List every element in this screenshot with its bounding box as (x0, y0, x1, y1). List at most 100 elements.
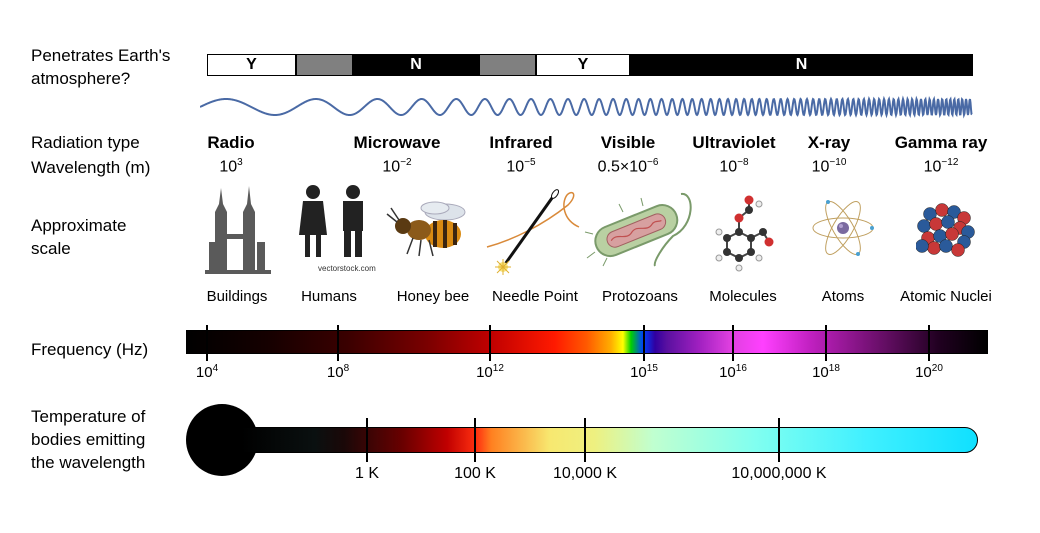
scale-label: Atomic Nuclei (900, 288, 992, 305)
frequency-exponent: 8 (343, 363, 350, 374)
protozoan-icon (584, 193, 692, 267)
scale-label: Humans (301, 288, 357, 305)
needle-icon (486, 189, 580, 275)
wavelength-base: 10 (219, 158, 238, 176)
frequency-tick-label: 108 (327, 363, 349, 381)
wavelength-row-label: Wavelength (m) (31, 158, 151, 177)
temperature-tick-mark (366, 418, 368, 462)
scale-row-label: Approximate scale (31, 216, 127, 258)
nucleon-ball (923, 207, 937, 221)
temperature-tick-label: 1 K (354, 465, 380, 482)
radiation-type-label: Infrared (489, 133, 553, 152)
wavelength-exponent: −10 (829, 157, 847, 168)
nucleon-ball (947, 205, 961, 219)
frequency-tick-label: 1012 (476, 363, 504, 381)
nucleon-ball (945, 227, 959, 241)
temperature-tick-mark (474, 418, 476, 462)
wavelength-exponent: −12 (941, 157, 959, 168)
frequency-tick-mark (825, 325, 827, 361)
frequency-base: 10 (812, 364, 829, 381)
frequency-base: 10 (915, 364, 932, 381)
wavelength-value: 10−8 (719, 157, 748, 176)
frequency-tick-mark (928, 325, 930, 361)
watermark-text: vectorstock.com (318, 264, 376, 273)
wavelength-base: 10 (923, 158, 942, 176)
wavelength-exponent: 3 (237, 157, 243, 168)
nucleon-ball (917, 219, 931, 233)
atmosphere-segment: Y (207, 54, 296, 76)
radiation-type-label: Visible (600, 133, 656, 152)
wavelength-base: 10 (506, 158, 525, 176)
frequency-base: 10 (326, 364, 344, 381)
scale-label: Molecules (709, 288, 777, 305)
nucleon-ball (935, 203, 949, 217)
molecule-icon (715, 195, 774, 272)
scale-label: Protozoans (602, 288, 678, 305)
frequency-base: 10 (195, 364, 213, 381)
wavelength-exponent: −2 (400, 157, 412, 168)
frequency-tick-label: 1018 (812, 363, 840, 381)
radiation-type-row-label: Radiation type (31, 133, 140, 152)
temperature-tick-mark (778, 418, 780, 462)
scale-label: Atoms (821, 288, 865, 305)
wave-graphic (200, 95, 973, 119)
radiation-type-label: Radio (207, 133, 255, 152)
frequency-exponent: 4 (212, 363, 219, 374)
atmosphere-segment (296, 54, 353, 76)
scale-label: Needle Point (492, 288, 578, 305)
atmosphere-segment: N (353, 54, 479, 76)
frequency-base: 10 (630, 364, 647, 381)
wavelength-base: 0.5×10 (597, 158, 647, 176)
nucleon-ball (951, 243, 965, 257)
wavelength-base: 10 (811, 158, 830, 176)
wavelength-base: 10 (719, 158, 738, 176)
radiation-type-label: Microwave (353, 133, 441, 152)
wavelength-exponent: −8 (737, 157, 749, 168)
wavelength-exponent: −5 (524, 157, 536, 168)
radiation-type-label: Ultraviolet (692, 133, 776, 152)
humans-icon: vectorstock.com (299, 185, 376, 273)
nucleus-icon (916, 203, 975, 257)
frequency-tick-mark (337, 325, 339, 361)
frequency-exponent: 15 (646, 363, 658, 374)
frequency-spectrum-bar (186, 330, 988, 354)
frequency-tick-label: 1016 (719, 363, 747, 381)
wavelength-value: 0.5×10−6 (598, 157, 659, 176)
frequency-base: 10 (476, 364, 493, 381)
temperature-tick-mark (584, 418, 586, 462)
frequency-tick-label: 1015 (630, 363, 658, 381)
nucleon-ball (929, 217, 943, 231)
temperature-row-label: Temperature of bodies emitting the wavel… (31, 407, 146, 472)
radiation-type-label: Gamma ray (894, 133, 988, 152)
frequency-row-label: Frequency (Hz) (31, 340, 149, 359)
nucleon-ball (927, 241, 941, 255)
frequency-tick-mark (732, 325, 734, 361)
wavelength-value: 10−10 (812, 157, 847, 176)
frequency-tick-mark (206, 325, 208, 361)
frequency-tick-mark (489, 325, 491, 361)
atmosphere-segment: Y (536, 54, 630, 76)
frequency-base: 10 (719, 364, 736, 381)
wavelength-wave-line (200, 95, 973, 119)
honey-bee-icon (386, 201, 466, 257)
wavelength-value: 10−2 (382, 157, 411, 176)
wavelength-exponent: −6 (646, 157, 659, 168)
temperature-tick-label: 10,000 K (552, 465, 618, 482)
frequency-exponent: 16 (735, 363, 747, 374)
wavelength-value: 103 (219, 157, 242, 176)
atom-icon (812, 200, 874, 256)
nucleon-ball (941, 215, 955, 229)
atmosphere-row-label: Penetrates Earth's atmosphere? (31, 46, 171, 88)
buildings-icon (205, 186, 271, 274)
nucleon-ball (939, 239, 953, 253)
temperature-tick-label: 10,000,000 K (731, 465, 827, 482)
scale-label: Honey bee (396, 288, 470, 305)
radiation-type-label: X-ray (807, 133, 851, 152)
frequency-tick-label: 104 (196, 363, 218, 381)
atmosphere-segment (479, 54, 536, 76)
temperature-tick-label: 100 K (454, 465, 496, 482)
frequency-exponent: 12 (492, 363, 504, 374)
wavelength-value: 10−5 (506, 157, 535, 176)
thermometer-tube (240, 427, 978, 453)
frequency-tick-label: 1020 (915, 363, 943, 381)
